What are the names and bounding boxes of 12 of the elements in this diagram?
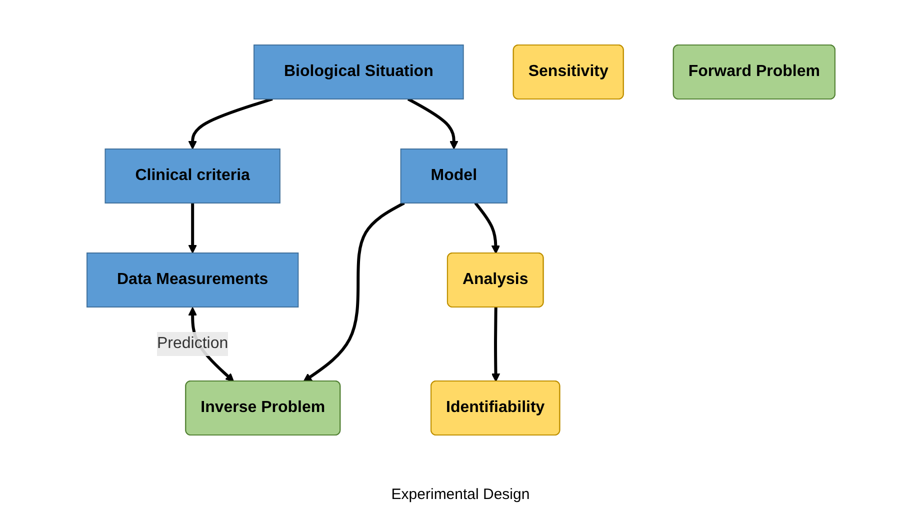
axis-note: Experimental Design [391,486,530,503]
arrow [188,203,196,254]
arrow [474,202,500,254]
node-box: Data Measurements [86,252,298,308]
arrow [490,307,500,382]
arrow [406,98,458,150]
edge-label: Prediction [156,335,228,352]
node-box: Model [400,148,508,204]
arrow [302,202,404,382]
node-box: Biological Situation [253,44,464,100]
node-box: Clinical criteria [104,148,280,204]
arrow [188,98,272,150]
